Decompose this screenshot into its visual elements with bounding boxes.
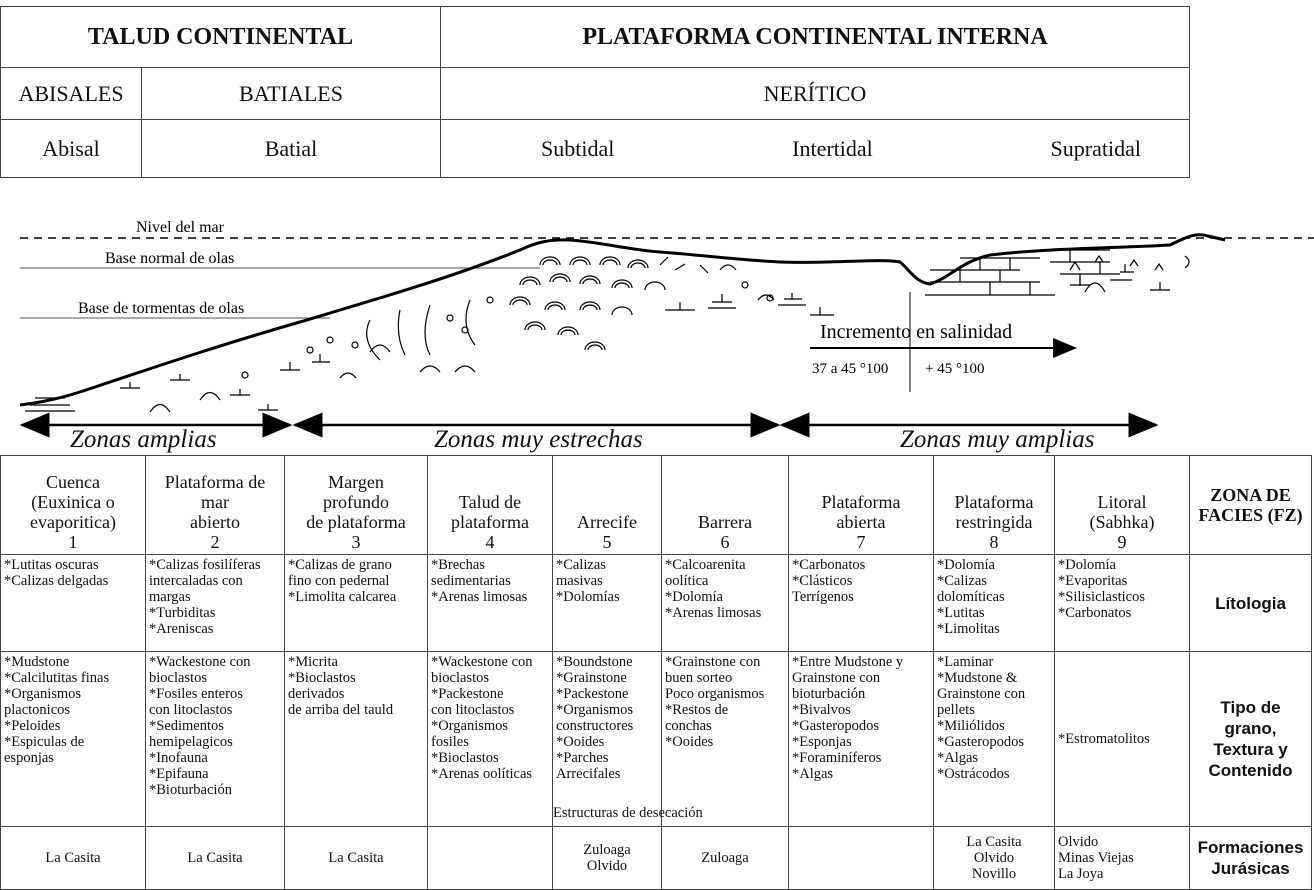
seafloor-profile [19,233,1226,407]
batial-cell: Batial [141,119,441,178]
texture-cell: *Micrita *Bioclastos derivados de arriba… [284,651,428,827]
abisales-cell: ABISALES [0,67,142,120]
salinity-label: Incremento en salinidad [820,321,1012,343]
lito-cell: *Dolomía *Evaporitas *Silisiclasticos *C… [1054,554,1190,652]
formation-cell [788,826,934,890]
lito-cell: *Calizas masivas *Dolomías [552,554,662,652]
texture-cell: *Mudstone *Calcilutitas finas *Organismo… [0,651,146,827]
subtidal-label: Subtidal [541,135,615,161]
formaciones-label: Formaciones Jurásicas [1189,826,1312,890]
environment-table: TALUD CONTINENTAL PLATAFORMA CONTINENTAL… [0,6,1190,178]
salinity-range-2: + 45 °100 [925,361,984,377]
texture-cell: *Estromatolitos [1054,651,1190,827]
lito-cell: *Calizas de grano fino con pedernal *Lim… [284,554,428,652]
supratidal-label: Supratidal [1050,135,1141,161]
profile-diagram: Nivel del mar Base normal de olas Base d… [19,219,1314,438]
lito-cell: *Calcoarenita oolítica *Dolomía *Arenas … [661,554,789,652]
desecacion-note: Estructuras de desecación [553,805,703,821]
batiales-cell: BATIALES [141,67,441,120]
texture-cell: *Wackestone con bioclastos *Packestone c… [427,651,553,827]
formation-cell: La Casita [145,826,285,890]
zona-facies-label: ZONA DE FACIES (FZ) [1189,455,1312,555]
litologia-label: Lítologia [1189,554,1312,652]
neritico-cell: NERÍTICO [440,67,1190,120]
texture-cell: *Boundstone *Grainstone *Packestone *Org… [552,651,662,827]
formation-cell [427,826,553,890]
texture-cell: *Wackestone con bioclastos *Fosiles ente… [145,651,285,827]
lito-cell: *Lutitas oscuras *Calizas delgadas [0,554,146,652]
textura-label: Tipo de grano, Textura y Contenido [1189,651,1312,827]
formation-cell: La Casita [0,826,146,890]
ooid-symbols [509,256,834,351]
texture-cell: *Entre Mudstone y Grainstone con bioturb… [788,651,934,827]
sediment-symbols [25,296,494,413]
formation-cell: La Casita Olvido Novillo [933,826,1055,890]
facies-header: Litoral(Sabhka)9 [1054,455,1190,555]
intertidal-label: Intertidal [792,135,873,161]
lito-cell: *Calizas fosilíferas intercaladas con ma… [145,554,285,652]
formation-cell: Zuloaga [661,826,789,890]
talud-header: TALUD CONTINENTAL [0,6,441,68]
formation-cell: La Casita [284,826,428,890]
storm-base-label: Base de tormentas de olas [78,300,244,317]
formation-cell: Zuloaga Olvido [552,826,662,890]
salinity-range-1: 37 a 45 °100 [812,361,888,377]
abisal-cell: Abisal [0,119,142,178]
evaporite-symbols [925,249,1190,296]
nerítico-subzones: Subtidal Intertidal Supratidal [440,119,1190,178]
lito-cell: *Dolomía *Calizas dolomíticas *Lutitas *… [933,554,1055,652]
zone-label-muy-amplias: Zonas muy amplias [900,426,1095,453]
sea-level-label: Nivel del mar [136,219,225,236]
texture-cell: *Grainstone con buen sorteo Poco organis… [661,651,789,827]
lito-cell: *Brechas sedimentarias *Arenas limosas [427,554,553,652]
formation-cell: Olvido Minas Viejas La Joya [1054,826,1190,890]
zone-label-amplias: Zonas amplias [70,426,217,453]
zone-label-estrechas: Zonas muy estrechas [434,426,643,453]
lito-cell: *Carbonatos *Clásticos Terrígenos [788,554,934,652]
texture-cell: *Laminar *Mudstone & Grainstone con pell… [933,651,1055,827]
wave-base-label: Base normal de olas [105,250,234,267]
plataforma-header: PLATAFORMA CONTINENTAL INTERNA [440,6,1190,68]
